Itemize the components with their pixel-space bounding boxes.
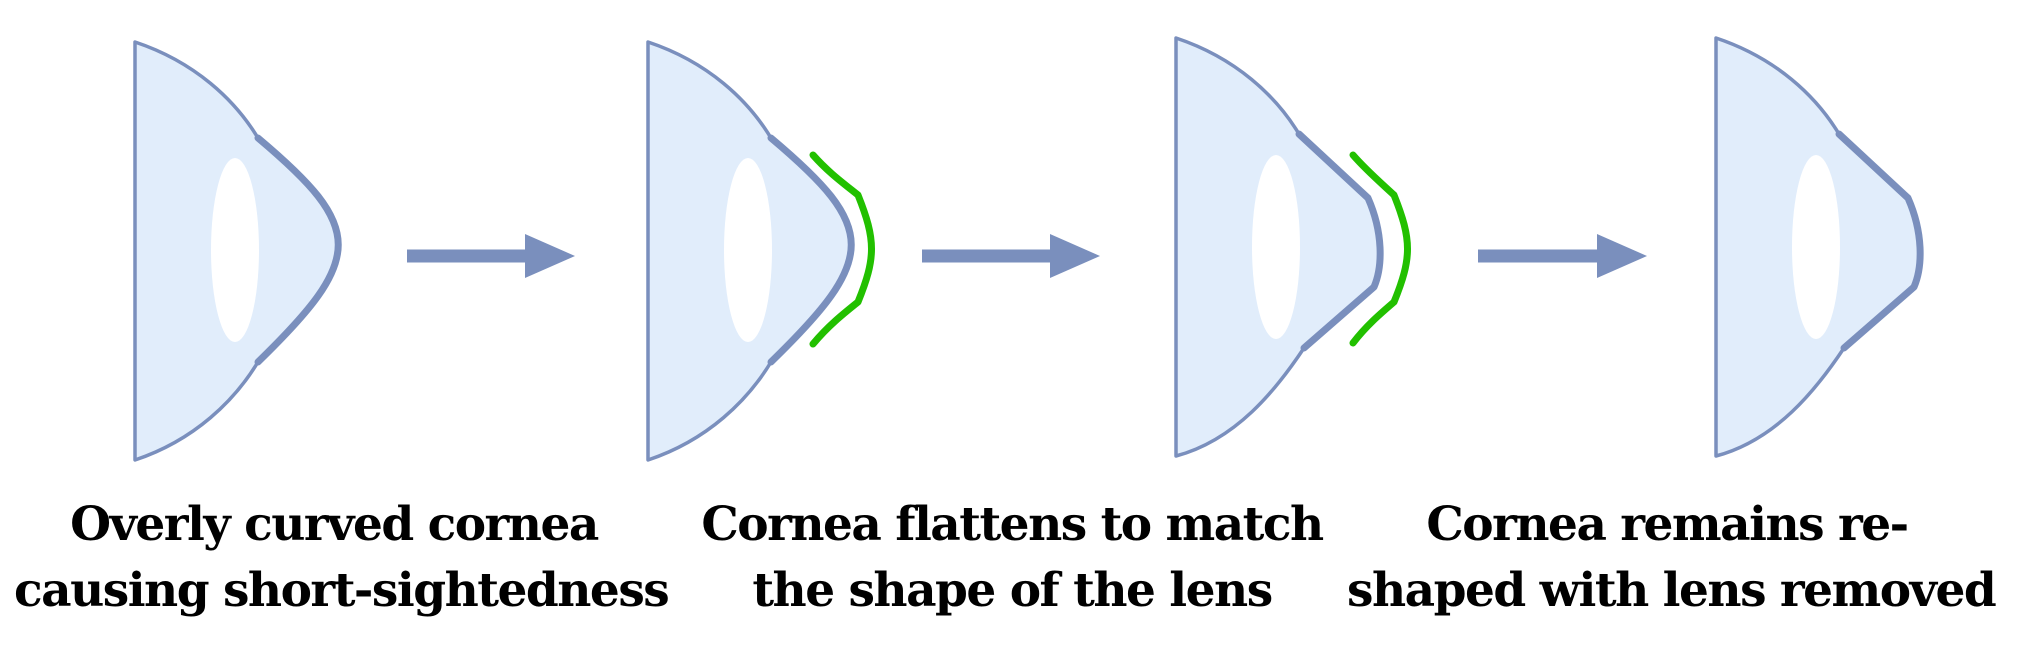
eye-stage-3 (1176, 38, 1408, 456)
arrow-1 (407, 234, 575, 278)
pupil-highlight (211, 158, 259, 342)
arrow-2 (922, 234, 1100, 278)
caption-line: shaped with lens removed (1347, 558, 1987, 624)
caption-line: Cornea remains re- (1347, 492, 1987, 558)
caption-line: Cornea flattens to match (692, 492, 1332, 558)
caption-line: the shape of the lens (692, 558, 1332, 624)
pupil-highlight (724, 158, 772, 342)
pupil-highlight (1252, 155, 1300, 339)
caption-stage-3: Cornea remains re- shaped with lens remo… (1347, 492, 1987, 624)
caption-stage-2: Cornea flattens to match the shape of th… (692, 492, 1332, 624)
caption-line: Overly curved cornea (14, 492, 654, 558)
caption-stage-1: Overly curved cornea causing short-sight… (14, 492, 654, 624)
arrow-3 (1478, 234, 1647, 278)
eye-stage-1 (135, 42, 338, 460)
eye-stage-2 (648, 42, 872, 460)
eye-stage-4 (1716, 38, 1920, 456)
caption-line: causing short-sightedness (14, 558, 654, 624)
pupil-highlight (1792, 155, 1840, 339)
